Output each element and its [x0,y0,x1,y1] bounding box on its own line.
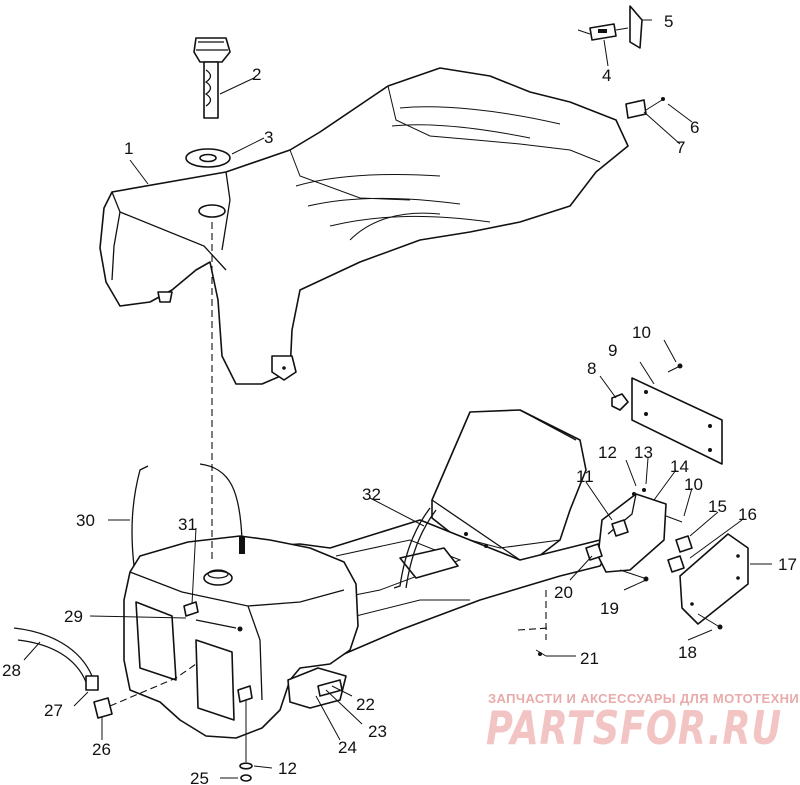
callout-29: 29 [64,607,83,626]
callout-32: 32 [362,485,381,504]
callout-12a: 12 [598,443,617,462]
seat-latch-parts [577,5,665,119]
callout-28: 28 [2,661,21,680]
assembly-lines [109,222,549,707]
callout-10a: 10 [632,323,651,342]
callout-14: 14 [670,457,689,476]
callout-2: 2 [252,65,261,84]
leader-lines [23,19,772,779]
callout-4: 4 [602,66,611,85]
watermark-brand: PARTSFOR.RU [486,701,782,755]
callout-26: 26 [92,740,111,759]
hoses [13,463,437,719]
callout-17: 17 [778,555,797,574]
seat [99,67,629,385]
callout-8: 8 [587,359,596,378]
callout-25: 25 [190,769,209,785]
callout-20: 20 [554,583,573,602]
callout-31: 31 [178,515,197,534]
callout-15: 15 [708,497,727,516]
callout-5: 5 [664,12,673,31]
callout-18: 18 [678,643,697,662]
callout-7: 7 [676,138,685,157]
callout-9: 9 [608,341,617,360]
callout-6: 6 [690,118,699,137]
callout-13: 13 [634,443,653,462]
watermark: ЗАПЧАСТИ И АКСЕССУАРЫ ДЛЯ МОТОТЕХНИКИ PA… [486,691,800,755]
mounting-plate [611,363,723,465]
callout-30: 30 [76,511,95,530]
callout-16: 16 [738,505,757,524]
callout-27: 27 [44,701,63,720]
callout-22: 22 [356,695,375,714]
watermark-tagline: ЗАПЧАСТИ И АКСЕССУАРЫ ДЛЯ МОТОТЕХНИКИ [488,691,800,706]
callout-24: 24 [338,738,357,757]
callout-23: 23 [368,722,387,741]
drain-bolt [239,700,253,782]
gasket-hole [199,153,217,163]
callout-3: 3 [264,128,273,147]
callout-10b: 10 [684,475,703,494]
callouts: 1 2 3 4 5 6 7 8 9 10 10 11 12 12 13 14 1… [2,12,797,785]
callout-19: 19 [600,599,619,618]
bracket-assembly [535,488,749,657]
callout-12b: 12 [278,759,297,778]
callout-11: 11 [576,467,594,486]
fuel-cap [193,37,231,119]
callout-1: 1 [124,139,133,158]
callout-21: 21 [580,649,599,668]
